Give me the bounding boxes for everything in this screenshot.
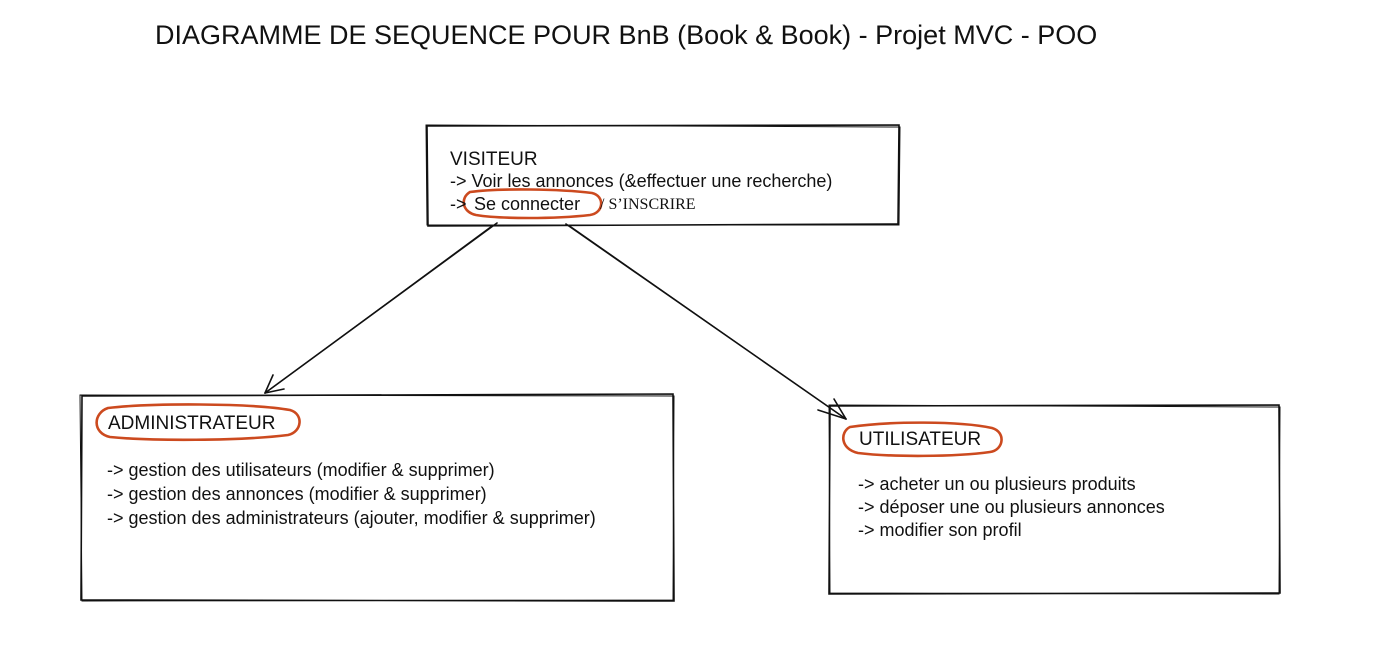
utilisateur-heading: UTILISATEUR bbox=[859, 429, 982, 450]
administrateur-box bbox=[79, 393, 675, 602]
diagram-title: DIAGRAMME DE SEQUENCE POUR BnB (Book & B… bbox=[155, 20, 1098, 50]
highlight-se-connecter bbox=[462, 188, 603, 220]
utilisateur-item: -> déposer une ou plusieurs annonces bbox=[858, 497, 1165, 517]
arrow-visiteur-to-administrateur bbox=[264, 222, 498, 394]
administrateur-item: -> gestion des annonces (modifier & supp… bbox=[107, 484, 487, 504]
visiteur-box bbox=[425, 124, 901, 227]
utilisateur-box bbox=[828, 404, 1281, 595]
administrateur-item: -> gestion des utilisateurs (modifier & … bbox=[107, 460, 495, 480]
administrateur-heading: ADMINISTRATEUR bbox=[108, 413, 276, 434]
utilisateur-item: -> acheter un ou plusieurs produits bbox=[858, 474, 1136, 494]
highlight-utilisateur bbox=[842, 421, 1003, 458]
visiteur-s-inscrire: / S’INSCRIRE bbox=[600, 196, 696, 213]
visiteur-line-voir-annonces: -> Voir les annonces (&effectuer une rec… bbox=[450, 171, 833, 191]
highlight-administrateur bbox=[95, 403, 301, 442]
visiteur-heading: VISITEUR bbox=[450, 149, 538, 170]
arrow-visiteur-to-utilisateur bbox=[565, 223, 847, 420]
utilisateur-item: -> modifier son profil bbox=[858, 520, 1022, 540]
visiteur-line-prefix: -> bbox=[450, 194, 467, 214]
visiteur-se-connecter: Se connecter bbox=[474, 194, 581, 214]
administrateur-item: -> gestion des administrateurs (ajouter,… bbox=[107, 508, 596, 528]
